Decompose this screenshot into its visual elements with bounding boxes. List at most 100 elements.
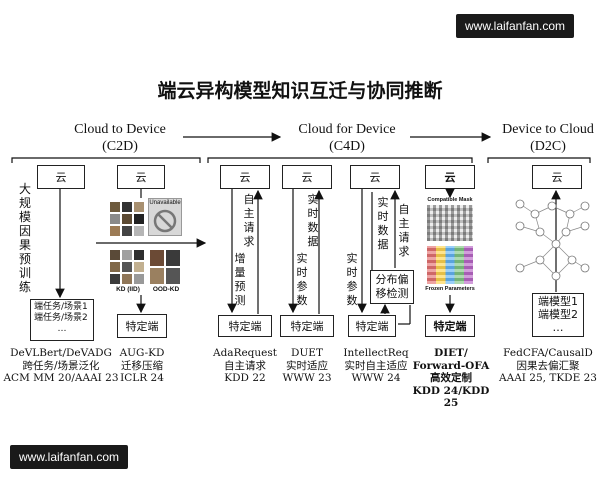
unavailable-label: Unavailable [149, 199, 181, 207]
section-c4d-abbr: (C4D) [282, 138, 412, 155]
section-c4d-name: Cloud for Device [282, 121, 412, 138]
caption-fedcfa-line1: FedCFA/CausalD [498, 347, 598, 360]
image-tile-bottom-6 [134, 262, 144, 272]
image-tile-top-4 [110, 214, 120, 224]
bracket-d2c [488, 158, 590, 163]
image-tile-top-3 [134, 202, 144, 212]
ada-predict-label: 增量预测 [234, 252, 246, 308]
ood-tile-4 [166, 268, 180, 284]
intel-device-box: 特定端 [348, 315, 396, 337]
device-model-ellipsis: … [533, 321, 583, 334]
caption-diet-line1: DIET/ [408, 347, 494, 360]
intel-request-label: 自主请求 [398, 203, 410, 259]
caption-duet-line1: DUET [276, 347, 338, 360]
caption-intel-line3: WWW 24 [336, 372, 416, 385]
duet-device-box: 特定端 [280, 315, 334, 337]
bracket-c2d [12, 158, 200, 163]
section-c2d-header: Cloud to Device (C2D) [55, 121, 185, 155]
section-d2c-name: Device to Cloud [493, 121, 600, 138]
image-tile-bottom-4 [110, 262, 120, 272]
image-tile-top-8 [122, 226, 132, 236]
duet-param-label: 实时参数 [296, 252, 308, 308]
image-tile-top-7 [110, 226, 120, 236]
caption-fedcfa-line3: AAAI 25, TKDE 23 [498, 372, 598, 385]
task-item-2: 端任务/场景2 [34, 313, 90, 324]
kd-iid-label: KD (IID) [110, 286, 146, 293]
caption-ada-line2: 自主请求 [210, 360, 280, 373]
caption-diet: DIET/ Forward-OFA 高效定制 KDD 24/KDD 25 [408, 347, 494, 410]
caption-augkd-line3: ICLR 24 [112, 372, 172, 385]
frozen-params-overlay [427, 246, 473, 284]
unavailable-tile: Unavailable [148, 198, 182, 236]
image-tile-top-5 [122, 214, 132, 224]
ada-cloud-box: 云 [220, 165, 270, 189]
caption-devlbert: DeVLBert/DeVADG 跨任务/场景泛化 ACM MM 20/AAAI … [0, 347, 122, 385]
ood-tile-3 [150, 268, 164, 284]
caption-augkd: AUG-KD 迁移压缩 ICLR 24 [112, 347, 172, 385]
caption-augkd-line2: 迁移压缩 [112, 360, 172, 373]
c2d-device-box: 特定端 [117, 314, 167, 338]
ood-kd-label: OOD-KD [148, 286, 184, 293]
c2d-left-cloud-box: 云 [37, 165, 85, 189]
image-tile-bottom-7 [110, 274, 120, 284]
section-c2d-abbr: (C2D) [55, 138, 185, 155]
frozen-label: Frozen Parameters [422, 286, 478, 292]
mask-label: Compatible Mask [422, 197, 478, 203]
duet-data-label: 实时数据 [307, 193, 319, 249]
image-tile-bottom-5 [122, 262, 132, 272]
d2c-cloud-box: 云 [532, 165, 582, 189]
image-tile-top-1 [110, 202, 120, 212]
d2c-device-models-box: 端模型1 端模型2 … [532, 293, 584, 337]
caption-ada-line3: KDD 22 [210, 372, 280, 385]
image-tile-top-6 [134, 214, 144, 224]
ood-tile-2 [166, 250, 180, 266]
ada-request-label: 自主请求 [243, 193, 255, 249]
image-tile-top-2 [122, 202, 132, 212]
caption-devlbert-line1: DeVLBert/DeVADG [0, 347, 122, 360]
caption-fedcfa-line2: 因果去偏汇聚 [498, 360, 598, 373]
device-model-2: 端模型2 [533, 308, 583, 321]
image-tile-top-9 [134, 226, 144, 236]
caption-intel-line2: 实时自主适应 [336, 360, 416, 373]
diet-cloud-box: 云 [425, 165, 475, 189]
ada-device-box: 特定端 [218, 315, 272, 337]
caption-duet-line2: 实时适应 [276, 360, 338, 373]
caption-duet-line3: WWW 23 [276, 372, 338, 385]
shift-detect-box: 分布偏移检测 [370, 270, 414, 304]
section-d2c-abbr: (D2C) [493, 138, 600, 155]
image-tile-bottom-3 [134, 250, 144, 260]
caption-augkd-line1: AUG-KD [112, 347, 172, 360]
ood-tile-1 [150, 250, 164, 266]
caption-fedcfa: FedCFA/CausalD 因果去偏汇聚 AAAI 25, TKDE 23 [498, 347, 598, 385]
pretrain-label: 大规模因果预训练 [19, 182, 31, 294]
caption-diet-line3: 高效定制 [408, 372, 494, 385]
caption-duet: DUET 实时适应 WWW 23 [276, 347, 338, 385]
image-tile-bottom-9 [134, 274, 144, 284]
image-tile-bottom-8 [122, 274, 132, 284]
caption-intel-line1: IntellectReq [336, 347, 416, 360]
c2d-tasks-box: 端任务/场景1 端任务/场景2 … [30, 299, 94, 341]
d2c-causal-graph [520, 204, 585, 276]
image-tile-bottom-2 [122, 250, 132, 260]
caption-diet-line2: Forward-OFA [408, 360, 494, 373]
caption-adarequest: AdaRequest 自主请求 KDD 22 [210, 347, 280, 385]
intel-param-label: 实时参数 [346, 252, 358, 308]
intel-cloud-box: 云 [350, 165, 400, 189]
c2d-right-cloud-box: 云 [117, 165, 165, 189]
section-c2d-name: Cloud to Device [55, 121, 185, 138]
task-item-1: 端任务/场景1 [34, 302, 90, 313]
caption-devlbert-line3: ACM MM 20/AAAI 23 [0, 372, 122, 385]
caption-ada-line1: AdaRequest [210, 347, 280, 360]
caption-diet-line4: KDD 24/KDD 25 [408, 385, 494, 410]
caption-intellectreq: IntellectReq 实时自主适应 WWW 24 [336, 347, 416, 385]
diet-device-box: 特定端 [425, 315, 475, 337]
device-model-1: 端模型1 [533, 295, 583, 308]
section-c4d-header: Cloud for Device (C4D) [282, 121, 412, 155]
section-d2c-header: Device to Cloud (D2C) [493, 121, 600, 155]
task-ellipsis: … [34, 324, 90, 335]
intel-data-label: 实时数据 [377, 196, 389, 252]
prohibited-icon [149, 207, 181, 235]
bracket-c4d [208, 158, 472, 163]
image-tile-bottom-1 [110, 250, 120, 260]
